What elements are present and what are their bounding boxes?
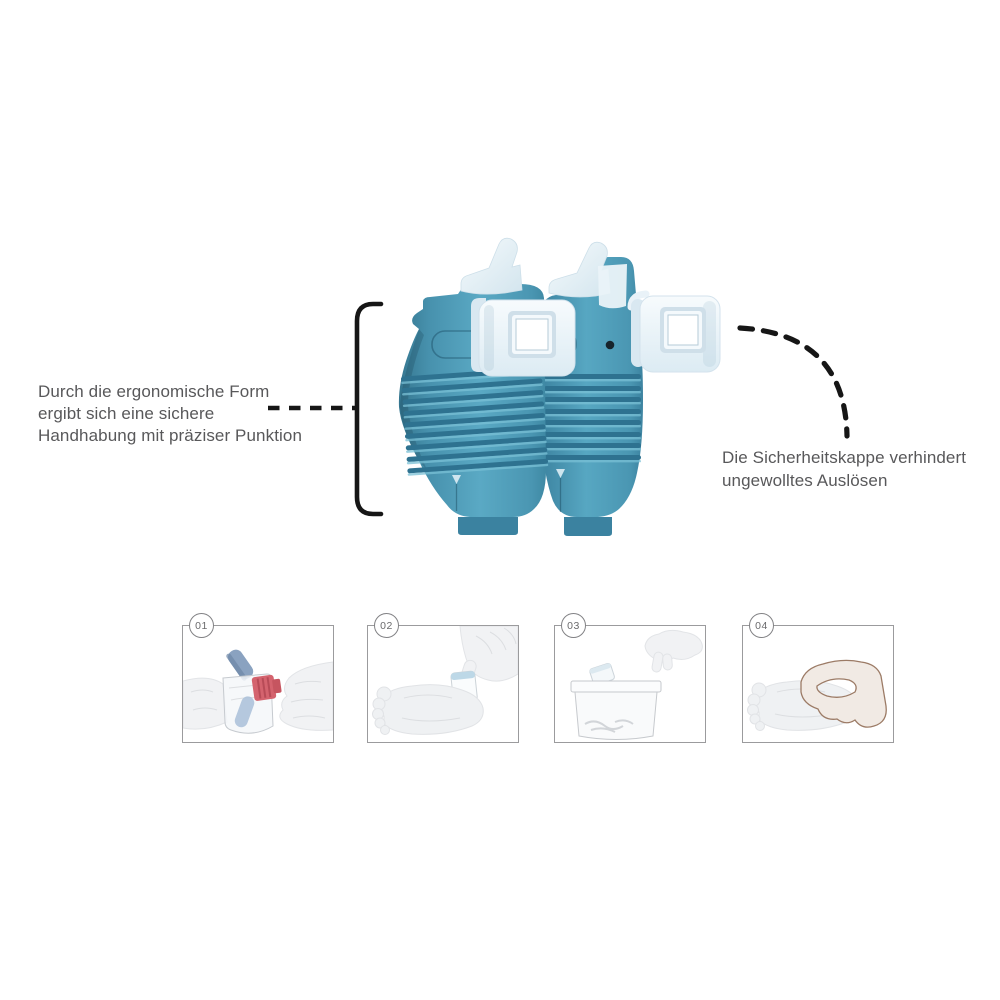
step-3-number: 03	[567, 619, 580, 632]
lancet-right-trigger-slot	[598, 264, 627, 309]
pulling-hand	[279, 661, 333, 731]
safety-cap-attached	[471, 298, 576, 377]
step-box-3: 03	[554, 613, 706, 743]
lancet-left-foot	[458, 517, 518, 535]
step-3-illustration	[570, 629, 703, 740]
left-annotation-line-1: Durch die ergonomische Form	[38, 382, 270, 401]
helper-hand	[183, 677, 228, 730]
finger	[651, 651, 664, 673]
step-4-illustration	[747, 659, 887, 731]
safety-lancet-pair	[398, 237, 643, 536]
massaging-hand-outline	[800, 659, 887, 728]
lancet-left-trigger-lever	[460, 237, 523, 295]
step-3-number-badge: 03	[561, 613, 586, 638]
right-annotation: Die Sicherheitskappe verhindert ungewoll…	[722, 446, 1000, 492]
left-annotation-line-3: Handhabung mit präziser Punktion	[38, 426, 303, 445]
hero-illustration	[268, 237, 850, 536]
step-2-number: 02	[380, 619, 393, 632]
step-box-1: 01	[182, 613, 334, 743]
left-annotation: Durch die ergonomische Form ergibt sich …	[38, 381, 338, 447]
lancet-inner-blue-part	[234, 696, 255, 728]
lancet-blue-handle	[226, 649, 254, 681]
lancet-right-grip-ribs	[544, 374, 641, 463]
finger	[662, 653, 673, 671]
lancet-right-depth-marker	[556, 469, 565, 478]
step-4-number-badge: 04	[749, 613, 774, 638]
left-connector	[268, 301, 384, 517]
left-annotation-line-2: ergibt sich eine sichere	[38, 404, 215, 423]
safety-lancet-right	[540, 241, 643, 536]
sharps-container-rim	[570, 680, 662, 693]
brace-bracket-icon	[354, 301, 384, 517]
step-1-number-badge: 01	[189, 613, 214, 638]
step-box-2: 02	[367, 613, 519, 743]
sharps-container	[574, 691, 658, 740]
safety-cap-detached	[627, 290, 721, 373]
dashed-connector-arc	[737, 325, 850, 439]
lancet-left-grip-ribs	[400, 367, 549, 476]
lancet-right-trigger-lever	[548, 241, 611, 298]
lancet-left-depth-marker	[452, 475, 461, 484]
lancet-right-release-dot	[605, 340, 615, 350]
infant-foot	[378, 684, 484, 735]
used-lancet	[589, 662, 615, 686]
step-1-illustration	[183, 649, 333, 734]
step-4-number: 04	[755, 619, 768, 632]
step-2-number-badge: 02	[374, 613, 399, 638]
lancet-right-foot	[564, 517, 612, 536]
step-2-illustration	[372, 626, 518, 735]
step-box-4: 04	[742, 613, 894, 743]
step-1-number: 01	[195, 619, 208, 632]
container-contents	[584, 719, 634, 733]
right-annotation-line-1: Die Sicherheitskappe verhindert	[722, 448, 967, 467]
right-annotation-line-2: ungewolltes Auslösen	[722, 471, 888, 490]
red-protective-cap	[251, 674, 282, 701]
